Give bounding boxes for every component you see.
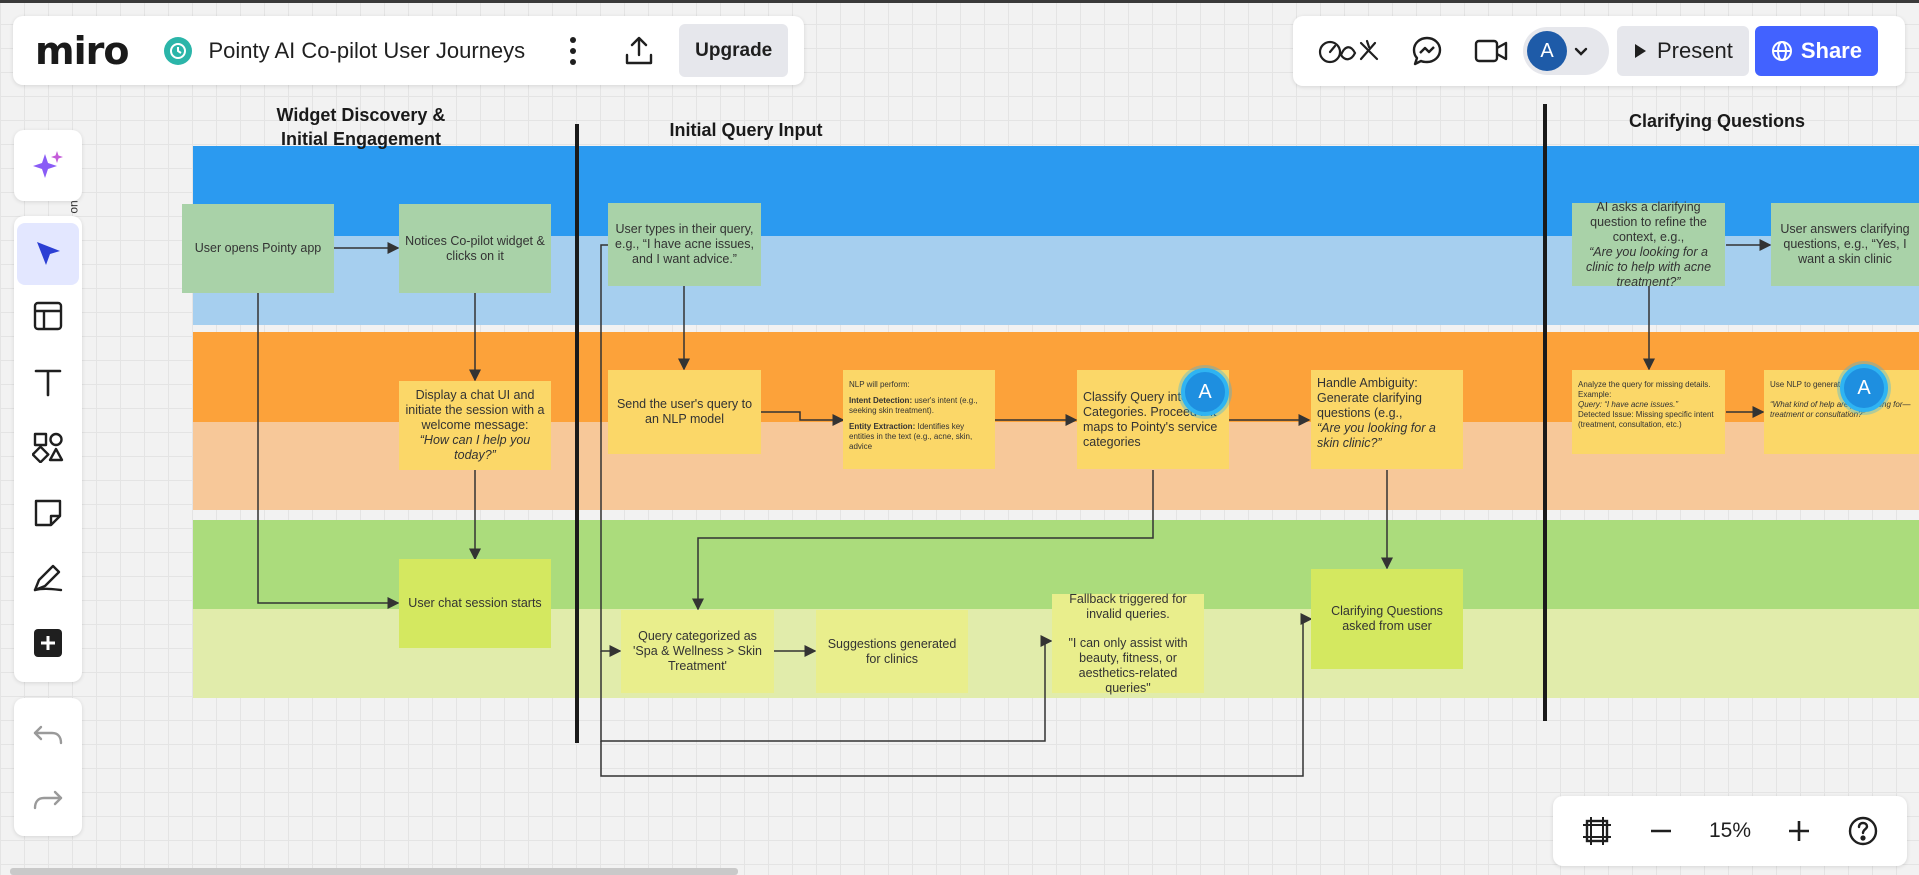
note-text: Detected Issue: Missing specific intent … (1578, 410, 1714, 429)
horizontal-scrollbar[interactable] (10, 868, 738, 875)
note-text: Query categorized as 'Spa & Wellness > S… (633, 629, 762, 673)
collaborator-cursor[interactable]: A (1181, 368, 1229, 416)
present-button[interactable]: Present (1617, 26, 1749, 76)
board-title[interactable]: Pointy AI Co-pilot User Journeys (208, 37, 526, 63)
note-quote: “Are you looking for a skin clinic?” (1317, 421, 1436, 450)
sticky-note[interactable]: User opens Pointy app (182, 204, 334, 293)
note-text: User answers clarifying questions, e.g.,… (1780, 222, 1910, 266)
more-tools-icon[interactable] (17, 612, 79, 674)
column-header-initial-query[interactable]: Initial Query Input (630, 118, 862, 142)
ai-sparkle-icon[interactable] (30, 148, 66, 184)
column-divider[interactable] (575, 124, 579, 743)
note-text: user's intent (e.g., seeking skin treatm… (849, 396, 978, 415)
video-icon[interactable] (1469, 29, 1513, 73)
column-divider[interactable] (1543, 104, 1547, 721)
column-header-clarifying[interactable]: Clarifying Questions (1600, 109, 1834, 133)
note-text: Display a chat UI and initiate the sessi… (405, 388, 545, 432)
note-text: User chat session starts (408, 596, 542, 610)
sticky-note[interactable]: User answers clarifying questions, e.g.,… (1771, 203, 1919, 286)
sticky-note[interactable]: Display a chat UI and initiate the sessi… (399, 381, 551, 470)
pen-icon[interactable] (17, 547, 79, 609)
board-clock-icon[interactable] (164, 36, 193, 65)
chat-icon[interactable] (1405, 29, 1449, 73)
more-options-icon[interactable] (551, 29, 595, 73)
note-text: Analyze the query for missing details. E… (1578, 380, 1711, 399)
present-label: Present (1657, 38, 1733, 63)
zoom-in-icon[interactable] (1786, 818, 1812, 844)
text-icon[interactable] (17, 351, 79, 413)
redo-icon[interactable] (17, 769, 79, 831)
reactions-icon[interactable] (1315, 29, 1385, 73)
note-text: User types in their query, e.g., “I have… (615, 222, 754, 266)
sticky-note[interactable]: Handle Ambiguity: Generate clarifying qu… (1311, 370, 1463, 469)
note-text: Classify Query into S... Categories. Pro… (1083, 389, 1218, 449)
note-label: Entity Extraction: (849, 422, 916, 431)
window-top-edge (0, 0, 1919, 3)
sticky-note[interactable]: AI asks a clarifying question to refine … (1572, 199, 1725, 289)
collaborator-initial: A (1857, 376, 1871, 399)
templates-icon[interactable] (17, 285, 79, 347)
note-text: Identifies key entities in the text (e.g… (849, 422, 973, 451)
shapes-icon[interactable] (17, 416, 79, 478)
note-quote: Query: “I have acne issues.” (1578, 400, 1679, 409)
collaborators-menu[interactable]: A (1523, 27, 1609, 75)
sticky-note[interactable]: Clarifying Questions asked from user (1311, 569, 1463, 669)
zoom-out-icon[interactable] (1648, 818, 1674, 844)
avatar[interactable]: A (1527, 31, 1567, 71)
sticky-note[interactable]: Suggestions generated for clinics (816, 610, 968, 693)
sticky-note[interactable]: User types in their query, e.g., “I have… (608, 203, 761, 286)
sticky-note[interactable]: Query categorized as 'Spa & Wellness > S… (621, 610, 774, 693)
note-text: Send the user's query to an NLP model (616, 397, 753, 426)
column-header-line: Clarifying Questions (1628, 111, 1806, 131)
ai-toolbar (14, 130, 82, 201)
collaborator-initial: A (1198, 380, 1212, 403)
tools-toolbar (14, 216, 82, 682)
note-text: Handle Ambiguity: Generate clarifying qu… (1317, 376, 1422, 420)
sticky-note[interactable]: Analyze the query for missing details. E… (1572, 370, 1725, 454)
note-text: AI asks a clarifying question to refine … (1590, 199, 1707, 244)
note-label: Intent Detection: (849, 396, 913, 405)
play-icon (1635, 44, 1646, 58)
share-label: Share (1800, 38, 1862, 63)
sticky-note[interactable]: NLP will perform: Intent Detection: user… (843, 370, 995, 469)
help-icon[interactable] (1847, 815, 1879, 847)
note-text: User opens Pointy app (194, 241, 322, 255)
note-text: Fallback triggered for invalid queries. (1069, 591, 1187, 621)
sticky-note[interactable]: Fallback triggered for invalid queries. … (1052, 591, 1204, 695)
globe-icon (1771, 41, 1792, 61)
note-quote: “What kind of help are you looking for— … (1770, 400, 1911, 419)
top-left-toolbar: miro Pointy AI Co-pilot User Journeys Up… (13, 16, 804, 85)
share-button[interactable]: Share (1754, 26, 1878, 76)
upgrade-button[interactable]: Upgrade (679, 24, 789, 77)
note-text: "I can only assist with beauty, fitness,… (1068, 635, 1188, 695)
fit-to-screen-icon[interactable] (1581, 815, 1613, 847)
note-text: Notices Co-pilot widget & clicks on it (405, 233, 545, 263)
sticky-note[interactable]: Send the user's query to an NLP model (608, 370, 761, 454)
note-text: NLP will perform: (849, 380, 910, 389)
note-text: Clarifying Questions asked from user (1331, 604, 1443, 633)
column-header-line: Widget Discovery & (276, 105, 446, 125)
sticky-note[interactable]: User chat session starts (399, 559, 551, 648)
history-toolbar (14, 698, 82, 836)
note-text: Suggestions generated for clinics (827, 636, 957, 666)
sticky-note[interactable]: Notices Co-pilot widget & clicks on it (399, 204, 551, 293)
sticky-note[interactable]: Classify Query into S... Categories. Pro… (1077, 370, 1229, 469)
sticky-note-icon[interactable] (17, 482, 79, 544)
note-quote: “How can I help you today?” (419, 433, 531, 462)
select-cursor-icon[interactable] (17, 223, 79, 285)
chevron-down-icon[interactable] (1573, 45, 1589, 57)
note-quote: “Are you looking for a clinic to help wi… (1585, 244, 1712, 289)
collaborator-cursor[interactable]: A (1840, 364, 1888, 412)
export-icon[interactable] (617, 29, 661, 73)
top-right-toolbar: A Present Share (1293, 16, 1905, 86)
column-header-widget-discovery[interactable]: Widget Discovery & Initial Engagement (250, 103, 472, 151)
miro-logo[interactable]: miro (35, 28, 129, 73)
side-label-fragment: on (66, 200, 81, 214)
note-text: Use NLP to generate... (1770, 380, 1852, 389)
column-header-line: Initial Query Input (669, 120, 823, 140)
column-header-line: Initial Engagement (280, 129, 442, 149)
zoom-toolbar: 15% (1553, 796, 1907, 866)
zoom-level[interactable]: 15% (1708, 819, 1751, 842)
undo-icon[interactable] (17, 704, 79, 766)
